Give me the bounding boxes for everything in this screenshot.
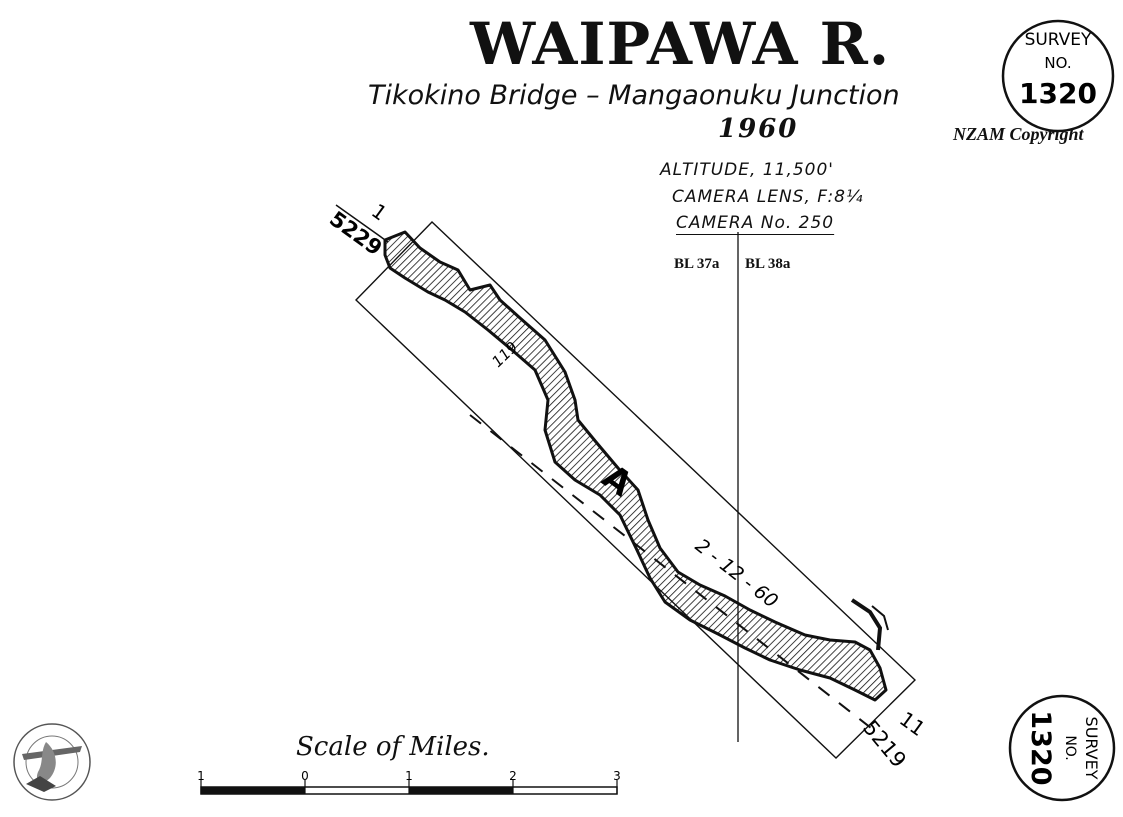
flight-line xyxy=(469,414,881,736)
end-frame-label: 11 xyxy=(895,707,930,741)
altitude-label: ALTITUDE, 11,500' xyxy=(660,160,834,180)
map-year: 1960 xyxy=(718,114,799,144)
scale-tick-label: 0 xyxy=(301,769,309,783)
tributary-bank xyxy=(871,605,889,631)
map-subtitle: Tikokino Bridge – Mangaonuku Junction xyxy=(368,80,900,111)
company-logo xyxy=(13,723,91,801)
sheet-label-left: BL 37a xyxy=(674,256,720,272)
sheet-label-right: BL 38a xyxy=(745,256,791,272)
scale-bar: 1 0 1 2 3 xyxy=(197,769,621,795)
svg-text:1320: 1320 xyxy=(1019,77,1097,110)
camera-number-label: CAMERA No. 250 xyxy=(676,213,835,233)
survey-stamp-bottom: SURVEY NO. 1320 xyxy=(1008,694,1116,802)
tributary-stream xyxy=(850,598,883,651)
map-title: WAIPAWA R. xyxy=(470,10,891,78)
scale-label: Scale of Miles. xyxy=(296,732,490,762)
svg-text:1320: 1320 xyxy=(1025,710,1056,785)
scale-tick-label: 1 xyxy=(405,769,413,783)
svg-text:NO.: NO. xyxy=(1044,54,1071,72)
scale-tick-label: 1 xyxy=(197,769,205,783)
scale-tick-label: 3 xyxy=(613,769,621,783)
scale-tick-label: 2 xyxy=(509,769,517,783)
svg-text:NO.: NO. xyxy=(1062,735,1078,760)
svg-text:SURVEY: SURVEY xyxy=(1082,717,1101,780)
start-tick xyxy=(335,204,389,243)
survey-stamp-top: SURVEY NO. 1320 xyxy=(1001,19,1115,133)
camera-lens-label: CAMERA LENS, F:8¼ xyxy=(672,187,864,207)
start-frame-label: 1 xyxy=(367,199,391,226)
river-channel xyxy=(383,230,888,702)
svg-text:SURVEY: SURVEY xyxy=(1025,30,1092,50)
